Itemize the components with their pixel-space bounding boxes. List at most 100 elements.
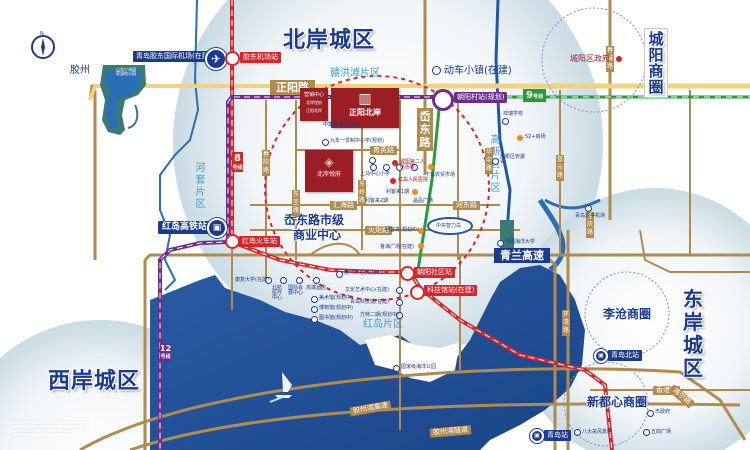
library-icon [311,316,318,323]
project-logo-icon: ◈ [324,155,334,169]
museum-icon [311,306,318,313]
metro-line-9-badge: 9号线 [523,89,546,102]
road-hongkong-label: 香港路 [653,386,680,395]
poi-label: 红岛人民医院 [398,177,429,183]
metro-station-icon [410,285,425,300]
poi-label: 八大关风景区 [582,429,613,435]
science-icon [396,299,403,306]
school-icon [369,157,376,164]
airport-icon [585,205,592,212]
metro-station-icon [400,266,415,281]
poi-label: 北航医疗中心 [272,285,283,301]
road-aodong-label: 岙东路 [417,108,433,151]
school-icon [265,277,272,284]
school-icon [492,158,499,165]
museum-icon [311,296,318,303]
poi-chengyang-gov-label: 城阳区政府 [570,54,610,63]
metro-station-icon [225,51,240,66]
station-hongdao-train-label[interactable]: 红岛火车站 [239,236,280,247]
station-qingdao-label[interactable]: 青岛站 [544,430,571,441]
poi-label: 美术馆(规划中) [319,295,353,301]
shopping-icon [418,228,424,234]
city-commercial-center-line2: 商业中心 [293,228,342,242]
footnote-text: · · · · · · · · · · · · · · · · · · · · … [12,418,90,434]
shopping-icon [517,135,523,141]
poi-label: 上马中心小学 [360,171,391,177]
school-icon [383,164,390,171]
station-science-museum-label[interactable]: 科技馆站(在建) [424,285,478,296]
poi-label: 晶品广场 [413,198,434,204]
school-icon [502,118,509,125]
train-icon: ▣ [530,429,544,443]
shopping-icon [412,189,418,195]
road-shuangyuan-label: 双元路 [556,155,564,181]
poi-label: 利客来(规划中) [385,227,419,233]
train-icon: ▣ [594,349,608,363]
district-north-label: 北岸城区 [283,28,376,53]
train-icon: ▣ [207,218,227,238]
hospital-icon [280,277,287,284]
station-airport-label[interactable]: 青岛胶东国际机场(在建) [133,51,215,62]
road-huihai-label: 汇海路 [330,201,357,210]
road-yuying-label: 育英路 [370,146,397,155]
school-icon [370,164,377,171]
hospital-icon [392,160,398,166]
commerce-chengyang-label: 城阳商圈 [644,28,668,98]
metro-transfer-icon [432,89,454,111]
road-huanwan-label: 环湾路 [562,310,570,336]
area-gansheng-label: 赣洪滩片区 [330,68,380,79]
school-icon [497,240,504,247]
poi-label: 高新区管委会 [500,154,526,165]
poi-label: 52+商场 [525,134,546,140]
area-hetao-label: 河套片区 [195,163,206,210]
gov-icon [647,410,654,417]
poi-label: 市政府 [655,409,671,415]
road-chuncheng-label: 春城路 [606,46,614,72]
poi-label: 九年一贯制中小学(规划) [330,138,384,144]
poi-label: 青岛科技馆(在建) [350,299,389,305]
poi-label: 康复大学(在建) [235,277,269,283]
station-chaoyang-village-label[interactable]: 朝阳村站(规划) [454,92,508,103]
road-chunyang-label: 春阳路 [262,150,270,176]
shopping-icon [418,243,424,249]
school-icon [396,164,403,171]
poi-label: 图书馆(规划中) [319,315,353,321]
station-airport-metro-label[interactable]: 胶东机场站 [240,52,281,63]
station-qingdao-north-label[interactable]: 青岛北站 [608,350,642,361]
station-hongdao-hsr-label[interactable]: 红岛高铁站 [158,221,212,234]
poi-label: 下马农贸市场 [425,172,456,178]
poi-label: 中集智造产业园 [323,122,359,128]
eco-town-label: 动车小镇(在建) [432,66,512,77]
building-logo-icon: ▥ [358,91,372,107]
park-icon [393,365,400,372]
circle-icon [432,66,441,75]
city-commercial-center-line1: 岙东路市级 [284,213,345,227]
project-sales-center[interactable]: 营销中心 北岸悦府 正阳北岸 [300,88,328,121]
poi-label: 奥林匹克(规划中) [344,270,383,276]
road-qinglan-label: 青兰高速 [494,248,550,263]
poi-label: 方特二期(规划中) [360,312,399,318]
poi-label: 五四广场 [651,429,672,435]
poi-label: 青岛流亭机场 [575,213,606,219]
station-chaoyang-community-label[interactable]: 朝阳社区站 [414,267,455,278]
school-icon [411,164,418,171]
exhibition-icon [296,277,303,284]
road-chongqing-label: 重庆路 [586,212,594,238]
district-east-label: 东岸城区 [683,287,703,380]
project-beian-yuefu[interactable]: ◈ 北岸悦府 [305,150,353,192]
landmark-icon [643,429,650,436]
district-west-label: 西岸城区 [48,369,141,394]
poi-label: 国际会展中心 [288,285,304,296]
road-huazhong-label: 华中路 [485,148,493,174]
poi-label: 国家级海洋公园 [401,364,437,370]
poi-label: 城阳第二人民医院 [400,159,426,170]
project-zhengyang-beian[interactable]: ▥ 正阳北岸 [331,88,399,128]
culture-icon [396,287,403,294]
road-hedong-label: 河东路 [453,201,480,210]
poi-label: 文化艺术中心(在建) [345,287,389,293]
scenic-icon [574,429,581,436]
poi-label: 高端酒店 [306,285,327,291]
